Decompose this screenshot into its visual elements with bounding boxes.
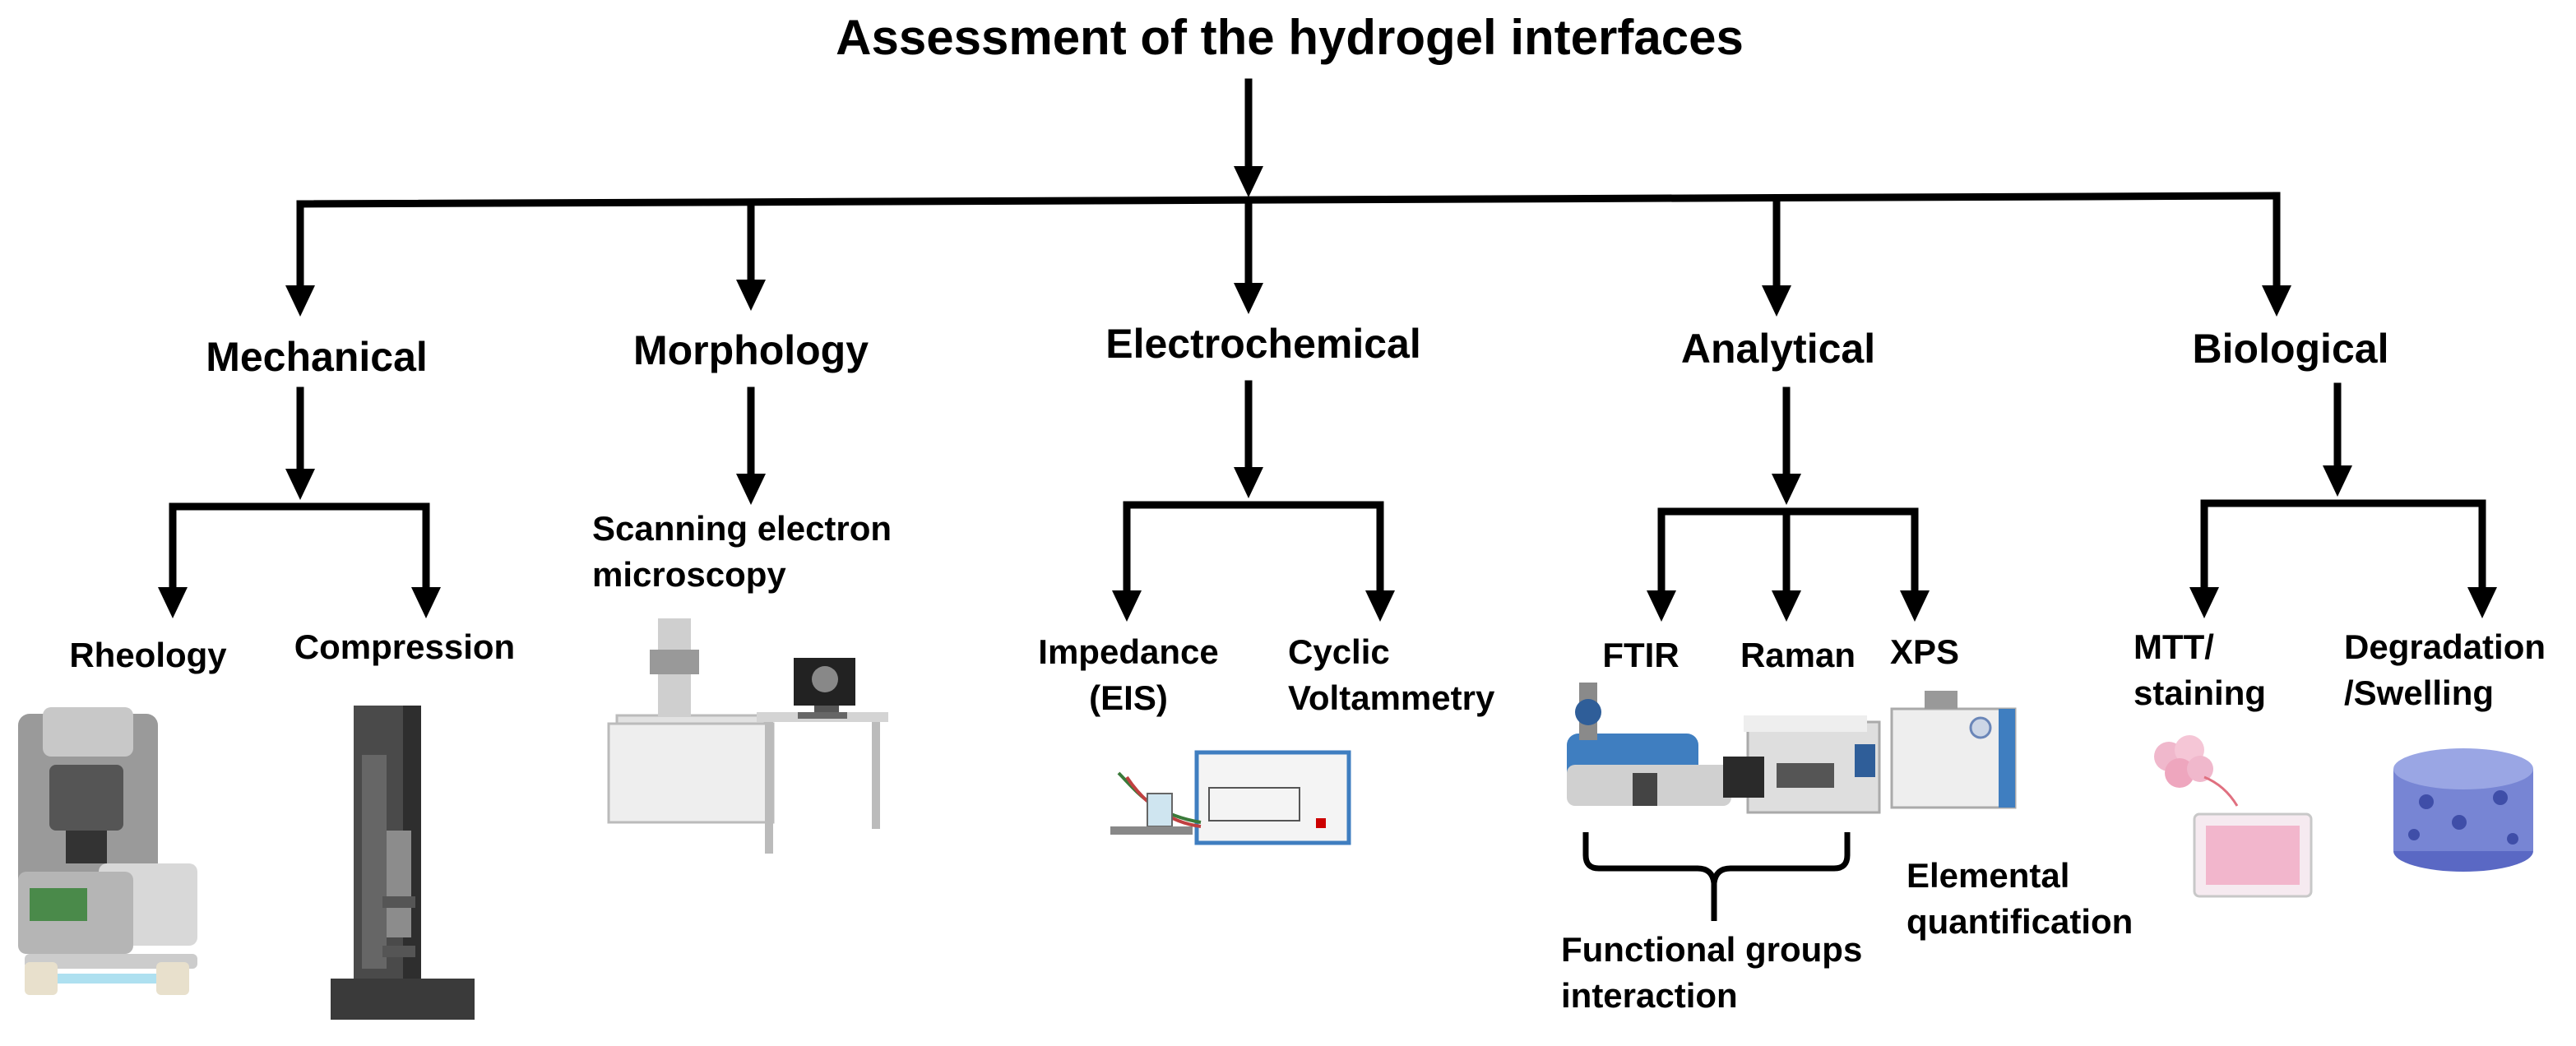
method-ftir: FTIR	[1602, 636, 1679, 674]
category-mechanical: Mechanical	[206, 334, 428, 380]
diagram-title: Assessment of the hydrogel interfaces	[836, 10, 1744, 65]
compression-tester-icon	[331, 706, 475, 1020]
note-functional-groups: Functional groups interaction	[1561, 929, 1862, 1017]
ftir-spectrometer-icon	[1567, 683, 1731, 806]
note-elemental-line2: quantification	[1907, 902, 2134, 942]
method-sem-line2: microscopy	[592, 555, 786, 595]
method-impedance-line1: Impedance	[1038, 632, 1219, 671]
method-raman: Raman	[1740, 636, 1856, 674]
method-sem: Scanning electron microscopy	[592, 508, 892, 596]
method-cyclic-voltammetry: Cyclic Voltammetry	[1288, 632, 1494, 720]
category-electrochemical: Electrochemical	[1105, 321, 1421, 367]
category-analytical: Analytical	[1680, 326, 1876, 372]
note-elemental-quantification: Elemental quantification	[1907, 855, 2133, 943]
method-impedance: Impedance (EIS)	[1038, 632, 1218, 720]
grouping-bracket	[1582, 832, 1851, 921]
raman-spectrometer-icon	[1723, 715, 1881, 814]
porous-scaffold-icon	[2393, 748, 2533, 872]
method-degradation-line2: /Swelling	[2344, 673, 2495, 713]
note-elemental-line1: Elemental	[1907, 856, 2070, 895]
rheometer-icon	[18, 707, 197, 995]
method-cv-line1: Cyclic	[1288, 632, 1390, 671]
category-morphology: Morphology	[632, 327, 869, 373]
category-biological: Biological	[2192, 326, 2389, 372]
method-mtt-line2: staining	[2134, 673, 2267, 713]
top-bus-line	[296, 192, 2281, 208]
method-degradation: Degradation /Swelling	[2344, 627, 2546, 715]
method-xps: XPS	[1889, 632, 1960, 671]
method-cv-line2: Voltammetry	[1288, 678, 1495, 718]
method-mtt-line1: MTT/	[2134, 627, 2214, 666]
method-mtt: MTT/ staining	[2134, 627, 2266, 715]
xps-instrument-icon	[1890, 691, 2017, 809]
method-compression: Compression	[294, 627, 516, 666]
note-functional-line1: Functional groups	[1561, 930, 1863, 969]
method-sem-line1: Scanning electron	[592, 509, 892, 548]
potentiostat-icon	[1110, 750, 1351, 845]
method-rheology: Rheology	[69, 636, 227, 674]
cell-well-plate-icon	[2154, 735, 2313, 898]
method-degradation-line1: Degradation	[2344, 627, 2546, 666]
sem-microscope-icon	[607, 618, 888, 854]
note-functional-line2: interaction	[1561, 976, 1738, 1016]
method-impedance-line2: (EIS)	[1089, 678, 1168, 718]
